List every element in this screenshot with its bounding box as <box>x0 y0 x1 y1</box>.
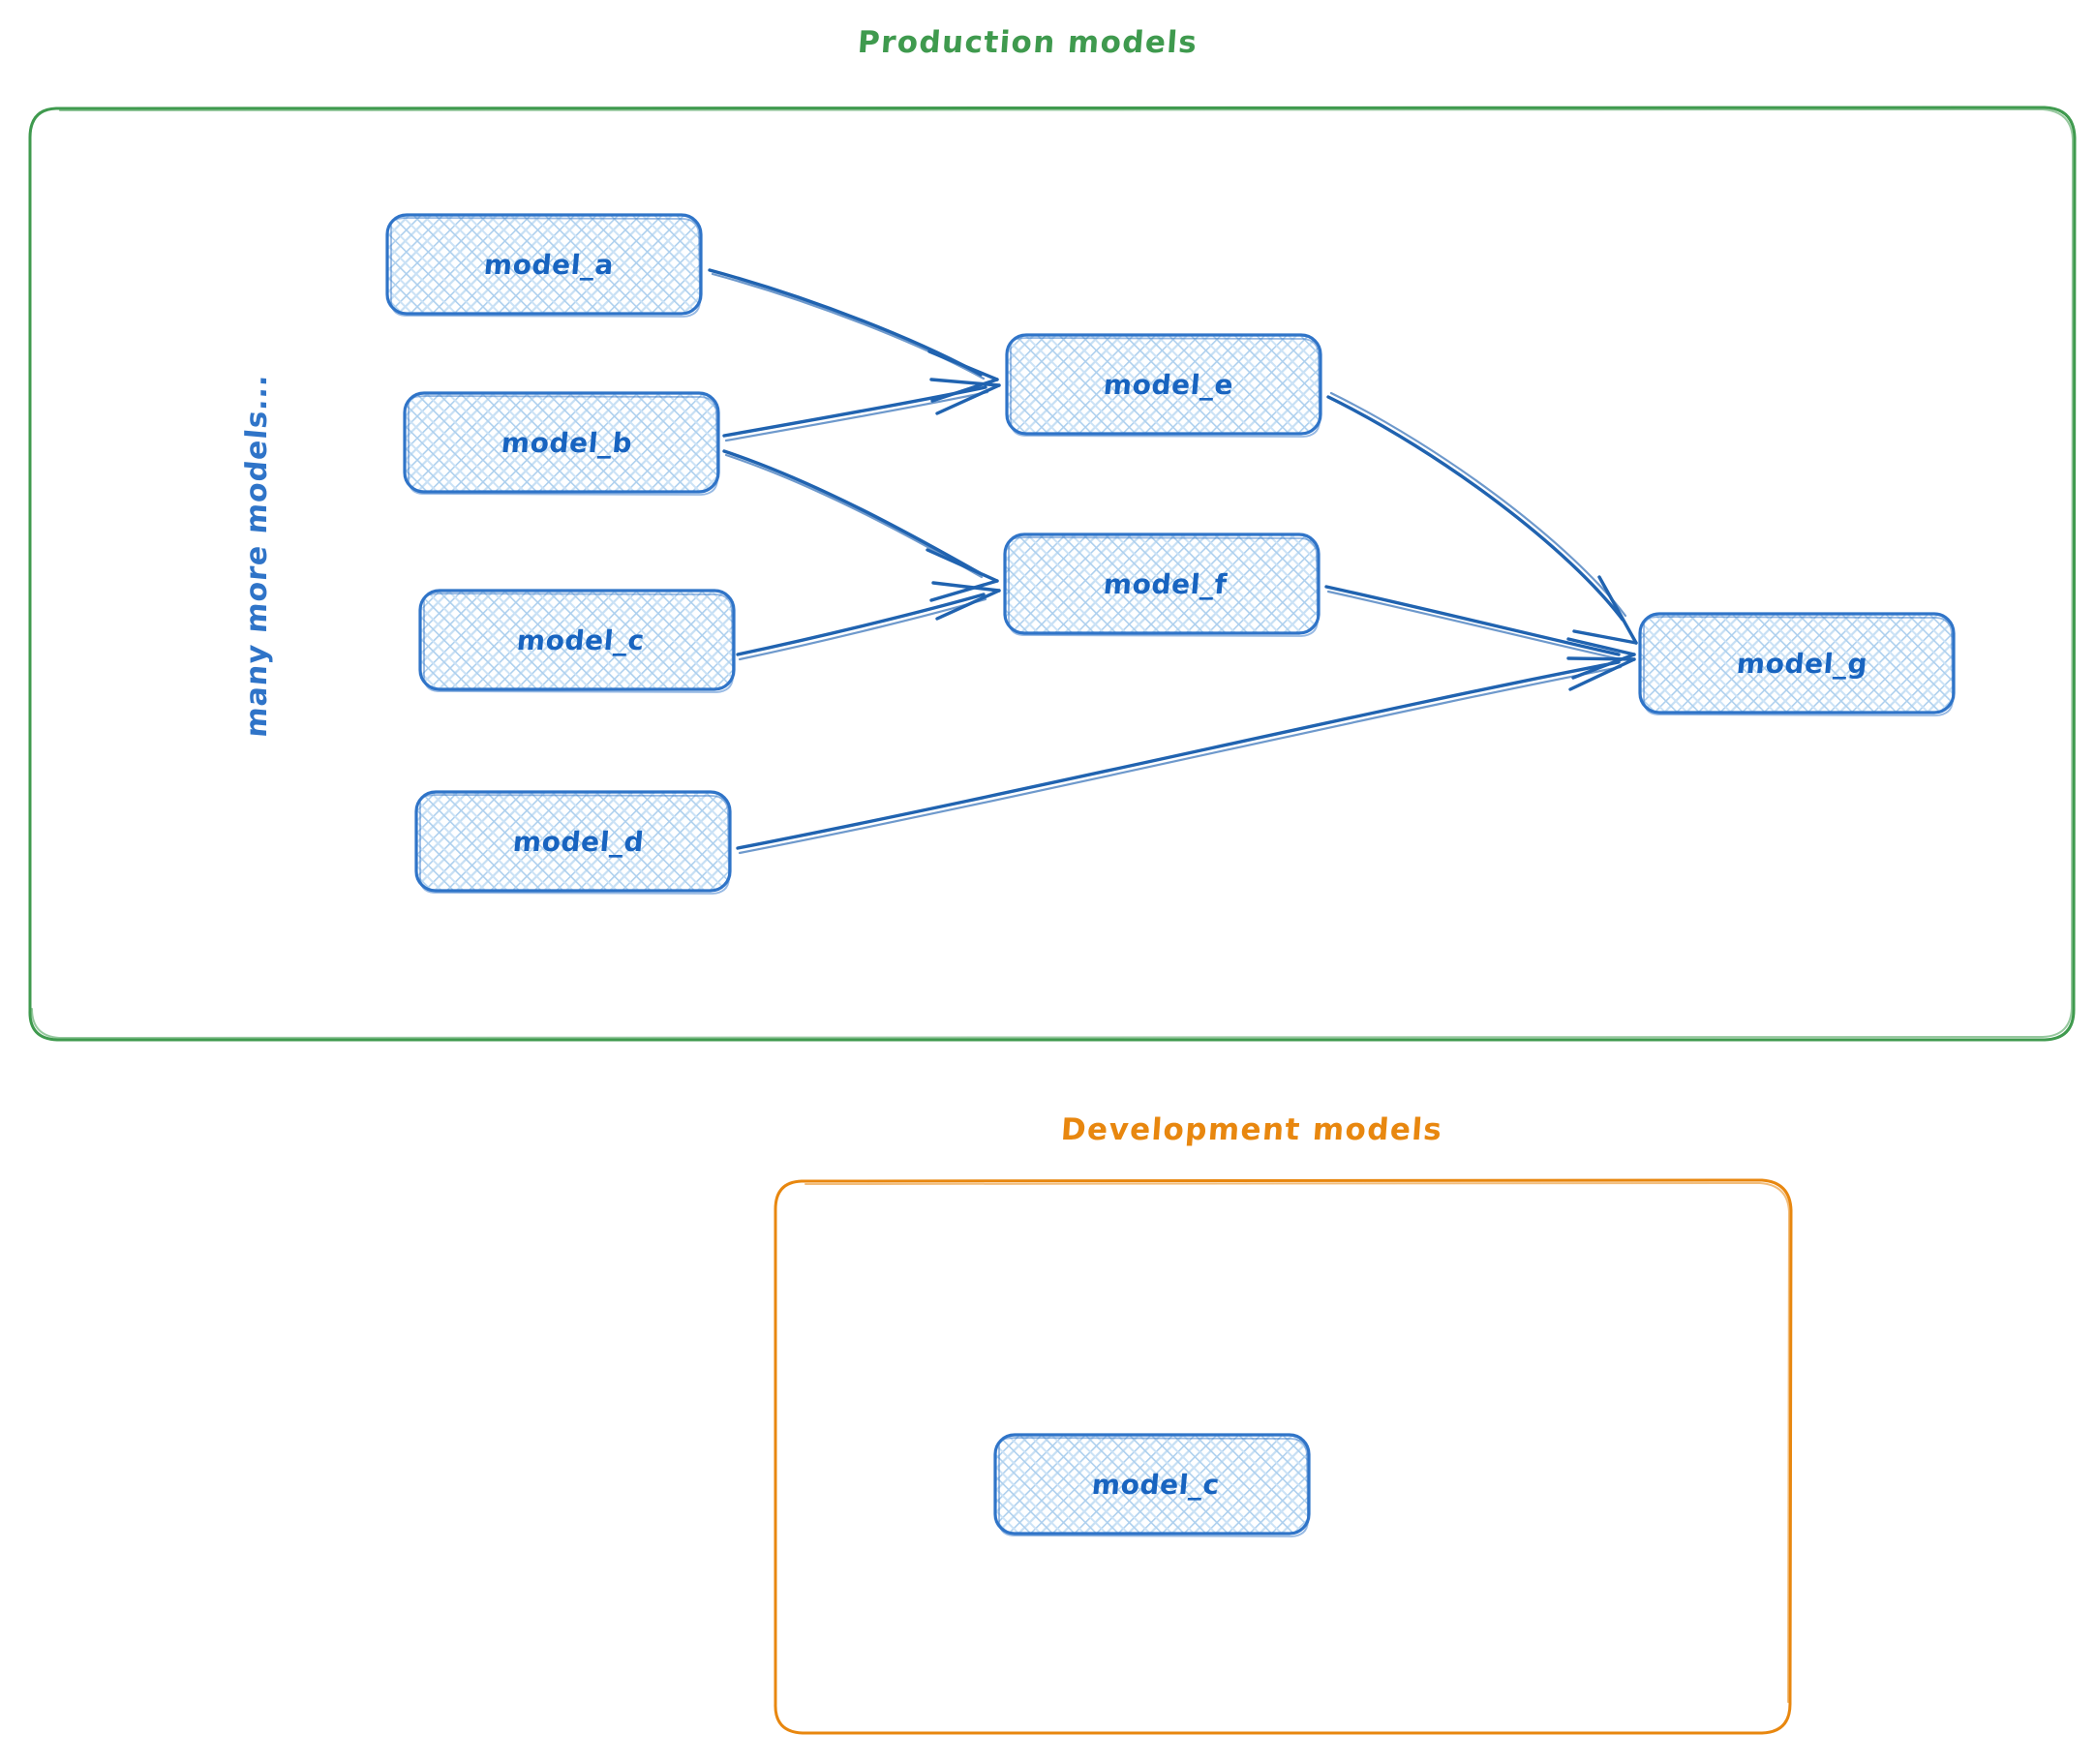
edge-model-b-to-model-f <box>722 449 999 602</box>
node-hit-model-c-development[interactable] <box>995 1435 1309 1534</box>
node-model-a[interactable] <box>385 213 703 318</box>
node-hit-model-f[interactable] <box>1005 534 1319 633</box>
group-development-frame <box>774 1178 1793 1735</box>
group-production-frame <box>28 106 2077 1042</box>
node-model-g[interactable] <box>1638 612 1956 716</box>
many-more-models-note: many more models... <box>240 372 274 740</box>
edge-model-b-to-model-e <box>722 378 1001 442</box>
node-hit-model-e[interactable] <box>1007 335 1321 434</box>
development-group-title: Development models <box>1059 1112 1444 1147</box>
node-model-c-development[interactable] <box>993 1433 1311 1537</box>
edge-layer <box>708 268 1638 855</box>
node-hit-model-b[interactable] <box>405 393 718 492</box>
edge-model-d-to-model-g <box>736 656 1636 855</box>
node-hit-model-c-production[interactable] <box>420 591 734 689</box>
edge-model-c-to-model-f <box>736 581 1001 661</box>
node-model-b[interactable] <box>403 391 720 496</box>
node-model-e[interactable] <box>1005 333 1322 438</box>
node-hit-model-a[interactable] <box>387 215 701 314</box>
node-model-d[interactable] <box>414 790 732 895</box>
node-hit-model-d[interactable] <box>416 792 730 891</box>
production-group-title: Production models <box>856 25 1199 60</box>
edge-model-e-to-model-g <box>1326 391 1638 645</box>
node-model-f[interactable] <box>1003 532 1321 637</box>
node-hit-model-g[interactable] <box>1640 614 1954 713</box>
node-model-c-production[interactable] <box>418 589 736 693</box>
node-layer <box>385 213 1956 1537</box>
